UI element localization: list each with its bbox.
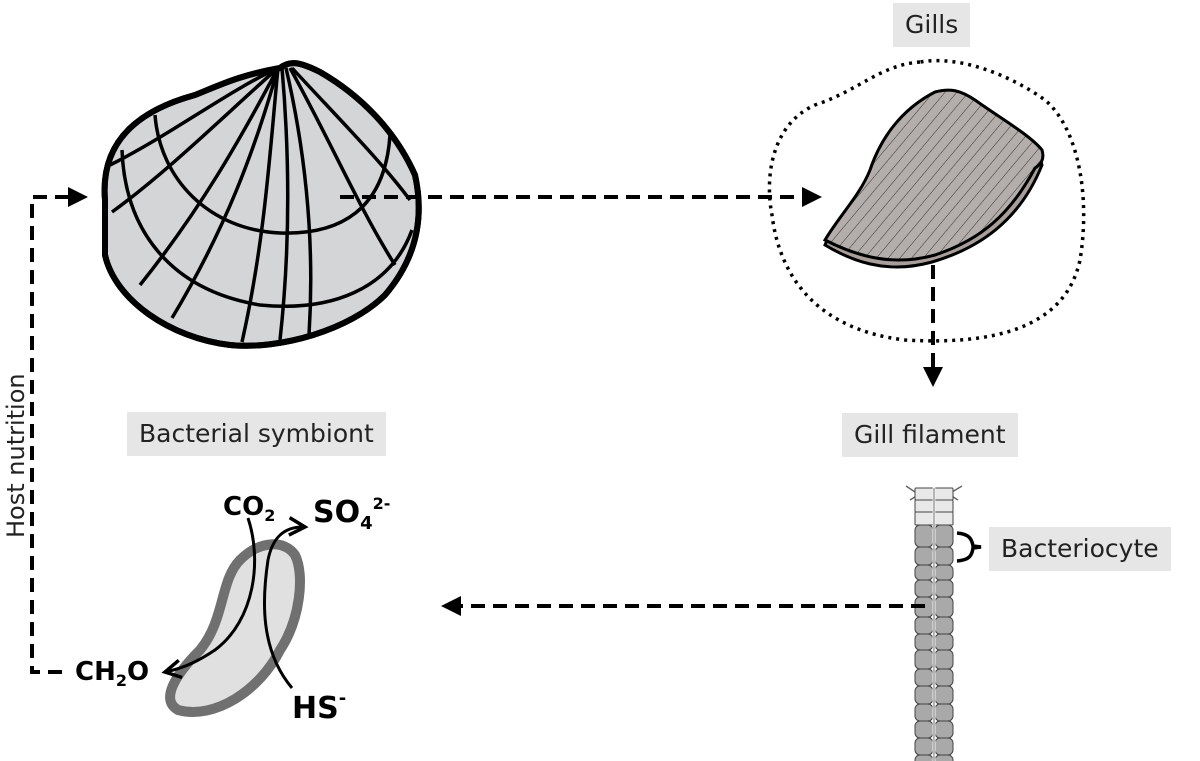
gill-icon (822, 88, 1045, 269)
bacteriocyte-cell (914, 703, 934, 722)
bacteriocyte-cell (914, 720, 934, 739)
bacteriocyte-cell (914, 633, 934, 651)
bacteriocyte-cell (934, 524, 954, 548)
bacteriocyte-cell (934, 703, 954, 722)
filament-ciliated-cell (914, 487, 934, 501)
so4-label: SO42- (313, 494, 390, 534)
bacteriocyte-bracket-icon (956, 531, 982, 563)
bacteriocyte-cell (934, 737, 954, 756)
bacteriocyte-cell (934, 668, 954, 687)
filament-ciliated-cell (914, 499, 934, 513)
bacteriocyte-cell (914, 737, 934, 756)
bacterial-symbiont-label: Bacterial symbiont (127, 412, 386, 456)
bacteriocyte-cell (914, 616, 934, 635)
gill-filament-icon (905, 485, 963, 761)
hs-label: HS- (292, 688, 346, 726)
filament-ciliated-cell (934, 511, 954, 526)
bacteriocyte-cell (914, 524, 934, 548)
bacteriocyte-cell (934, 720, 954, 739)
ch2o-label: CH2O (75, 657, 149, 690)
bacteriocyte-label: Bacteriocyte (989, 527, 1171, 571)
co2-to-ch2o-arrow (165, 517, 257, 672)
bacteriocyte-cell (914, 649, 934, 670)
filament-ciliated-cell (914, 511, 934, 526)
hs-to-so4-arrow (262, 527, 305, 689)
bacteriocyte-cell (934, 649, 954, 670)
host-nutrition-label: Host nutrition (2, 373, 30, 538)
bacteriocyte-cell (934, 579, 954, 598)
gills-label: Gills (893, 3, 971, 47)
bacteriocyte-cell (914, 579, 934, 598)
gill-filament-label: Gill filament (842, 413, 1018, 457)
clam-shell-icon (101, 60, 422, 349)
bacteriocyte-cell (914, 668, 934, 687)
bacteriocyte-cell (934, 596, 954, 618)
bacteriocyte-cell (914, 564, 934, 581)
bacteriocyte-cell (914, 685, 934, 705)
flow-arrow-symbiont-to-clam (30, 187, 88, 674)
bacteriocyte-cell (934, 564, 954, 581)
filament-ciliated-cell (934, 487, 954, 501)
filament-ciliated-cell (934, 499, 954, 513)
bacteriocyte-cell (934, 616, 954, 635)
filament-cilia (905, 485, 963, 501)
bacteriocyte-cell (914, 546, 934, 566)
bacteriocyte-cell (934, 754, 954, 761)
co2-label: CO2 (223, 492, 275, 525)
bacteriocyte-cell (914, 754, 934, 761)
bacteriocyte-cell (934, 546, 954, 566)
bacteriocyte-cell (934, 685, 954, 705)
gills-region-outline (767, 58, 1086, 343)
bacteriocyte-cell (934, 633, 954, 651)
